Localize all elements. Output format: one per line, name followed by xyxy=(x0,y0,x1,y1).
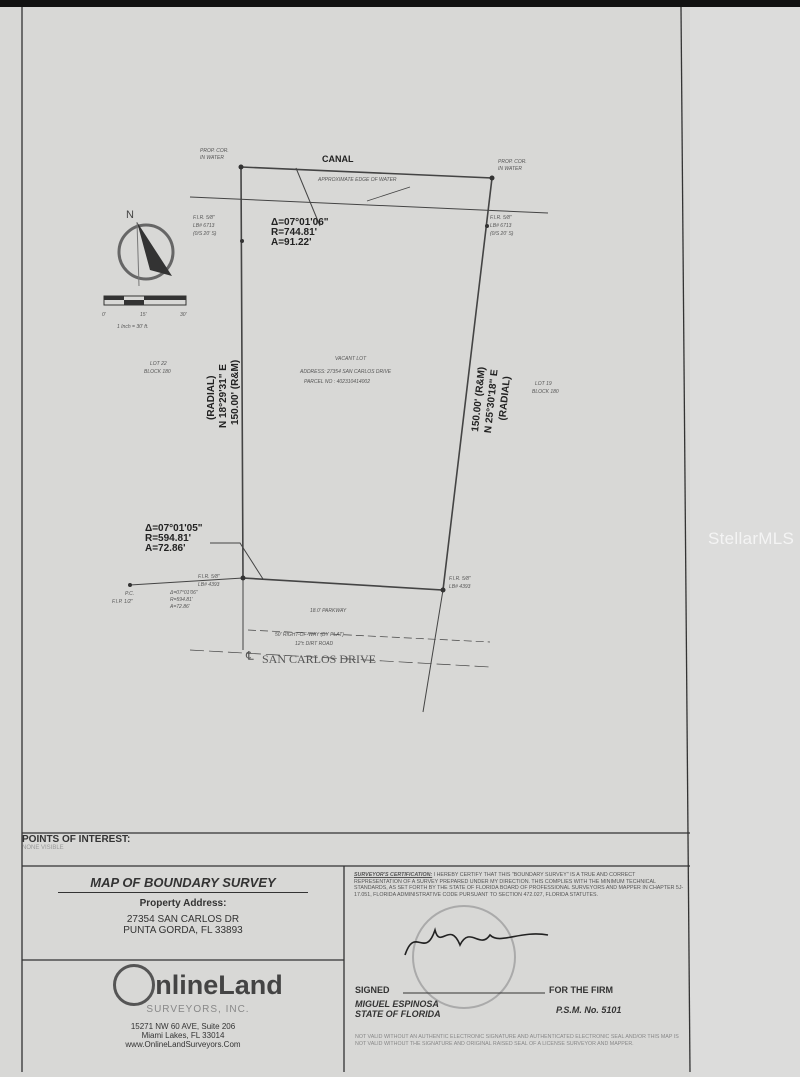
svg-text:150.00' (R&M): 150.00' (R&M) xyxy=(230,360,241,425)
fir-label: F.I.R. 5/8" xyxy=(198,574,220,580)
svg-text:Δ=07°01'05": Δ=07°01'05" xyxy=(145,523,203,534)
road-centerline xyxy=(189,649,491,668)
curve-data-small: R=594.81' xyxy=(170,597,194,603)
surveyor-name: MIGUEL ESPINOSA xyxy=(355,999,439,1009)
corner-label: PROP. COR. xyxy=(498,159,527,165)
corner-label: IN WATER xyxy=(498,166,522,172)
company-logo: OnlineLand xyxy=(52,963,344,1006)
centerline-symbol: ℄ xyxy=(245,649,254,663)
scale-tick: 30' xyxy=(180,312,188,318)
lot-west-label: LOT 22 xyxy=(150,361,167,367)
address-line2: PUNTA GORDA, FL 33893 xyxy=(123,925,243,936)
svg-text:(RADIAL): (RADIAL) xyxy=(497,376,513,421)
parkway-label: 18.0' PARKWAY xyxy=(310,608,347,614)
leader-line xyxy=(210,542,264,580)
east-extension xyxy=(422,589,444,713)
certification-block: SURVEYOR'S CERTIFICATION: I HEREBY CERTI… xyxy=(354,872,684,898)
company-address1: 15271 NW 60 AVE, Suite 206 xyxy=(130,1022,236,1031)
watermark: StellarMLS xyxy=(708,529,795,548)
disclaimer: NOT VALID WITHOUT AN AUTHENTIC ELECTRONI… xyxy=(355,1034,679,1047)
svg-text:R=594.81': R=594.81' xyxy=(145,533,191,544)
curve-data-small: Δ=07°01'06" xyxy=(169,590,198,596)
fir-label: LB# 4393 xyxy=(198,582,220,588)
points-label: POINTS OF INTEREST: xyxy=(22,834,131,845)
company-sub: SURVEYORS, INC. xyxy=(146,1004,250,1015)
company-logo-block: OnlineLand SURVEYORS, INC. 15271 NW 60 A… xyxy=(22,963,344,1049)
surveyor-seal xyxy=(412,905,516,1009)
corner-label: IN WATER xyxy=(200,155,224,161)
scale-text: 1 Inch = 30' ft. xyxy=(117,324,148,330)
adjacent-sheet xyxy=(690,7,800,1077)
leader-line xyxy=(295,167,321,227)
survey-monuments xyxy=(128,164,495,593)
water-edge-label: APPROXIMATE EDGE OF WATER xyxy=(317,177,397,183)
north-label: N xyxy=(126,209,134,221)
row-line xyxy=(247,629,491,643)
west-line-bearing: (RADIAL) N 18°29'31" E 150.00' (R&M) xyxy=(206,360,241,428)
lot-info: VACANT LOT xyxy=(335,356,367,362)
pc-label: F.I.P. 1/2" xyxy=(112,599,133,605)
survey-sheet xyxy=(0,7,690,1077)
psm-number: P.S.M. No. 5101 xyxy=(556,1005,622,1015)
fir-label: F.I.R. 5/8" xyxy=(490,215,512,221)
fir-label: F.I.R. 5/8" xyxy=(449,576,471,582)
svg-text:Δ=07°01'06": Δ=07°01'06" xyxy=(271,217,329,228)
fir-label: F.I.R. 5/8" xyxy=(193,215,215,221)
leader-line xyxy=(366,186,411,202)
surveyor-info: MIGUEL ESPINOSA STATE OF FLORIDA xyxy=(355,999,441,1019)
map-title-block: MAP OF BOUNDARY SURVEY Property Address:… xyxy=(22,870,344,936)
company-web: www.OnlineLandSurveyors.Com xyxy=(125,1040,241,1049)
canal-label: CANAL xyxy=(322,154,354,164)
east-line-bearing: 150.00' (R&M) N 25°30'18" E (RADIAL) xyxy=(470,366,513,433)
points-of-interest: POINTS OF INTEREST: NONE VISIBLE xyxy=(22,834,130,851)
scale-bar: 0' 15' 30' 1 Inch = 30' ft. xyxy=(102,295,188,330)
company-address2: Miami Lakes, FL 33014 xyxy=(141,1031,225,1040)
svg-text:A=72.86': A=72.86' xyxy=(145,543,185,554)
lot-info: PARCEL NO : 402310414002 xyxy=(304,379,370,385)
svg-text:A=91.22': A=91.22' xyxy=(271,237,311,248)
points-value: NONE VISIBLE xyxy=(22,845,64,851)
curve-extension xyxy=(129,577,244,586)
lot-west-label: BLOCK 180 xyxy=(144,369,171,375)
property-address-label: Property Address: xyxy=(139,898,227,909)
curve-data-small: A=72.86' xyxy=(169,604,191,610)
lot-east-label: BLOCK 180 xyxy=(532,389,559,395)
row-label: 50' RIGHT-OF-WAY (BY PLAT) xyxy=(275,632,344,638)
fir-label: (0/S 20' S) xyxy=(490,231,514,237)
logo-circle-icon: O xyxy=(113,963,156,1006)
north-arrow-icon: N xyxy=(117,209,175,287)
fir-label: (0/S 20' S) xyxy=(193,231,217,237)
surveyor-state: STATE OF FLORIDA xyxy=(355,1009,441,1019)
svg-text:R=744.81': R=744.81' xyxy=(271,227,317,238)
svg-text:N 18°29'31" E: N 18°29'31" E xyxy=(218,364,229,428)
certification-text: I HEREBY CERTIFY THAT THIS "BOUNDARY SUR… xyxy=(354,872,684,898)
street-label: SAN CARLOS DRIVE xyxy=(262,652,376,666)
curve-data-bottom: Δ=07°01'05" R=594.81' A=72.86' xyxy=(145,523,203,554)
lot-east-label: LOT 19 xyxy=(535,381,552,387)
curve-data-top: Δ=07°01'06" R=744.81' A=91.22' xyxy=(271,217,329,248)
fir-label: LB# 6713 xyxy=(193,223,215,229)
corner-label: PROP. COR. xyxy=(200,148,229,154)
water-edge-line xyxy=(189,196,549,214)
frame-right xyxy=(680,6,691,1073)
signed-label: SIGNED xyxy=(355,985,390,995)
row-label: 12'± DIRT ROAD xyxy=(295,641,333,647)
lot-info: ADDRESS: 27354 SAN CARLOS DRIVE xyxy=(299,369,392,375)
fir-label: LB# 6713 xyxy=(490,223,512,229)
scale-tick: 15' xyxy=(140,312,148,318)
scale-tick: 0' xyxy=(102,312,107,318)
svg-text:(RADIAL): (RADIAL) xyxy=(206,376,217,420)
pc-label: P.C. xyxy=(125,591,134,597)
top-bar xyxy=(0,0,800,7)
for-firm-label: FOR THE FIRM xyxy=(549,985,613,995)
address-line1: 27354 SAN CARLOS DR xyxy=(126,914,240,925)
fir-label: LB# 4393 xyxy=(449,584,471,590)
certification-heading: SURVEYOR'S CERTIFICATION: xyxy=(354,872,433,878)
map-title: MAP OF BOUNDARY SURVEY xyxy=(58,875,308,893)
